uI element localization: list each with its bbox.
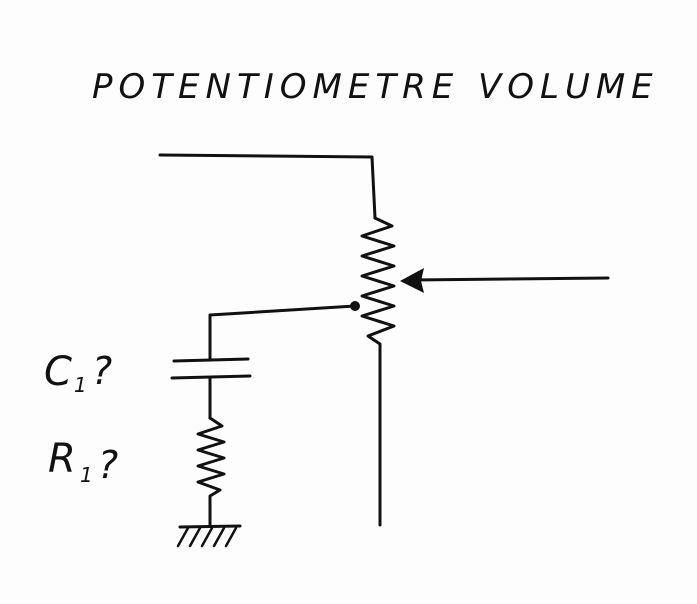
capacitor-label: C 1 ? xyxy=(44,349,112,397)
capacitor-plate-top xyxy=(172,357,250,363)
capacitor-label-letter: C xyxy=(44,349,72,395)
wiper-arrowhead xyxy=(400,268,424,293)
ground-hatch-1 xyxy=(176,526,190,548)
resistor-label-letter: R xyxy=(48,436,76,482)
resistor-label-subscript: 1 xyxy=(80,463,93,487)
ground-hatch-5 xyxy=(224,526,238,548)
ground-hatch-4 xyxy=(212,526,226,548)
potentiometer-resistor xyxy=(360,216,396,527)
resistor-label-question: ? xyxy=(98,443,118,487)
top-wire xyxy=(158,153,377,220)
ground-hatch-2 xyxy=(188,526,202,548)
title-potentiometre: POTENTIOMETRE xyxy=(92,67,459,107)
resistor-label: R 1 ? xyxy=(48,436,118,487)
capacitor-label-question: ? xyxy=(92,349,112,393)
title-volume: VOLUME xyxy=(478,67,659,107)
ground-symbol xyxy=(176,524,242,548)
capacitor-label-subscript: 1 xyxy=(74,373,87,397)
wiper-line xyxy=(410,276,610,282)
ground-bar xyxy=(178,524,242,529)
ground-hatch-3 xyxy=(200,526,214,548)
branch-wire xyxy=(208,304,357,362)
resistor-r1 xyxy=(196,416,226,528)
